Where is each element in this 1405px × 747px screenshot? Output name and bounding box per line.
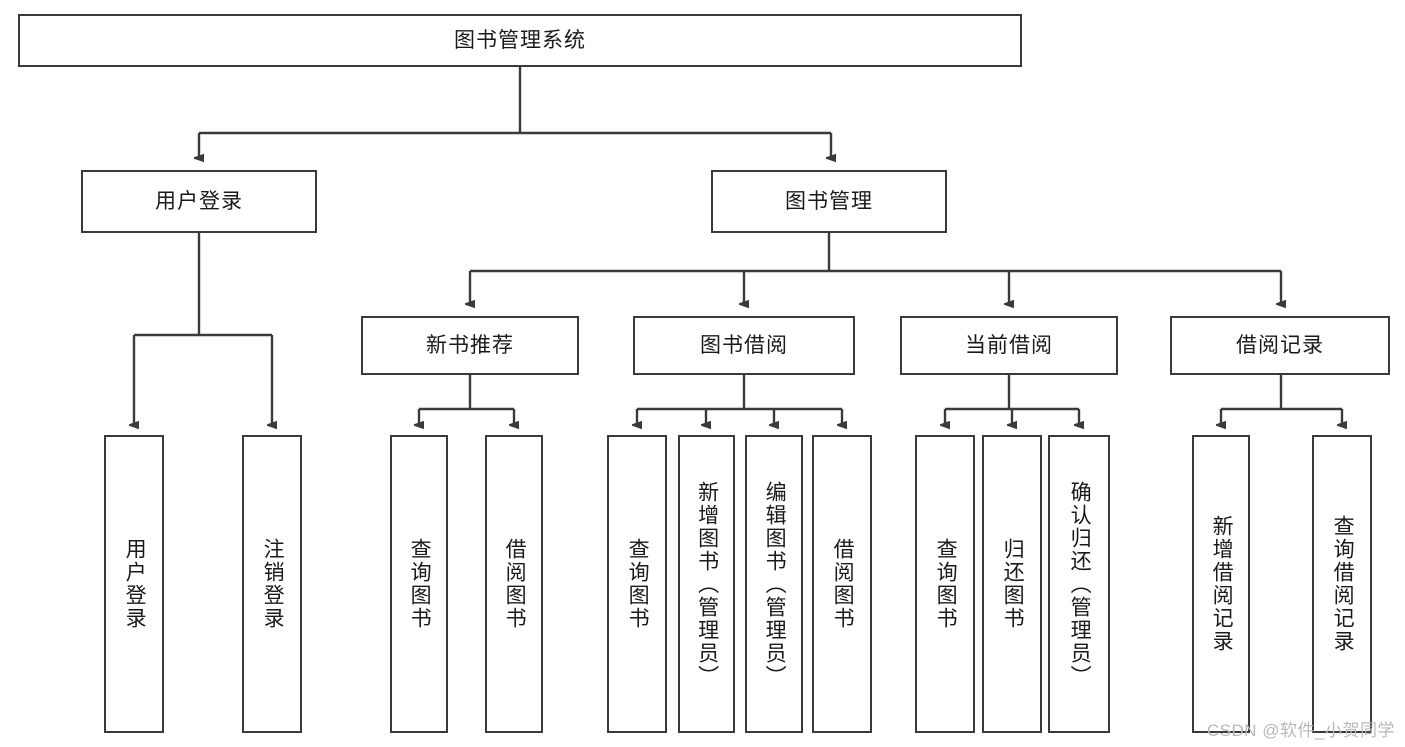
node-leaf-add-book-label: 新增图书（管理员） — [695, 480, 719, 688]
node-book-borrow-label: 图书借阅 — [700, 333, 788, 357]
node-leaf-query-record[interactable]: 查询借阅记录 — [1312, 435, 1372, 733]
node-borrow-record[interactable]: 借阅记录 — [1170, 316, 1390, 375]
node-leaf-return-book[interactable]: 归还图书 — [982, 435, 1042, 733]
node-leaf-return-book-label: 归还图书 — [1001, 538, 1025, 630]
node-leaf-confirm-return[interactable]: 确认归还（管理员） — [1048, 435, 1110, 733]
node-book-borrow[interactable]: 图书借阅 — [633, 316, 855, 375]
node-root[interactable]: 图书管理系统 — [18, 14, 1022, 67]
node-root-label: 图书管理系统 — [454, 28, 586, 52]
node-leaf-add-book[interactable]: 新增图书（管理员） — [678, 435, 735, 733]
node-borrow-record-label: 借阅记录 — [1236, 333, 1324, 357]
node-leaf-query-record-label: 查询借阅记录 — [1331, 515, 1355, 653]
node-leaf-logout-login[interactable]: 注销登录 — [242, 435, 302, 733]
node-leaf-edit-book[interactable]: 编辑图书（管理员） — [745, 435, 803, 733]
node-leaf-user-login-label: 用户登录 — [123, 538, 147, 630]
node-leaf-query-book-2-label: 查询图书 — [626, 538, 650, 630]
node-leaf-query-book-2[interactable]: 查询图书 — [607, 435, 667, 733]
node-book-management[interactable]: 图书管理 — [711, 170, 947, 233]
node-new-book-recommend-label: 新书推荐 — [426, 333, 514, 357]
node-current-borrow-label: 当前借阅 — [965, 333, 1053, 357]
node-leaf-query-book-3[interactable]: 查询图书 — [915, 435, 975, 733]
node-leaf-logout-login-label: 注销登录 — [261, 538, 285, 630]
node-leaf-query-book-3-label: 查询图书 — [934, 538, 958, 630]
node-leaf-query-book-1-label: 查询图书 — [408, 538, 432, 630]
node-leaf-user-login[interactable]: 用户登录 — [104, 435, 164, 733]
node-leaf-borrow-book-1[interactable]: 借阅图书 — [485, 435, 543, 733]
node-leaf-add-record-label: 新增借阅记录 — [1210, 515, 1234, 653]
node-leaf-borrow-book-2-label: 借阅图书 — [831, 538, 855, 630]
node-new-book-recommend[interactable]: 新书推荐 — [361, 316, 579, 375]
node-leaf-add-record[interactable]: 新增借阅记录 — [1192, 435, 1250, 733]
node-leaf-borrow-book-2[interactable]: 借阅图书 — [812, 435, 872, 733]
node-current-borrow[interactable]: 当前借阅 — [900, 316, 1118, 375]
node-leaf-borrow-book-1-label: 借阅图书 — [503, 538, 527, 630]
node-leaf-confirm-return-label: 确认归还（管理员） — [1068, 480, 1092, 688]
node-leaf-query-book-1[interactable]: 查询图书 — [390, 435, 448, 733]
watermark: CSDN @软件_小贺同学 — [1206, 721, 1395, 740]
node-user-login[interactable]: 用户登录 — [81, 170, 317, 233]
node-user-login-label: 用户登录 — [155, 189, 243, 213]
node-book-management-label: 图书管理 — [785, 189, 873, 213]
node-leaf-edit-book-label: 编辑图书（管理员） — [763, 480, 787, 688]
